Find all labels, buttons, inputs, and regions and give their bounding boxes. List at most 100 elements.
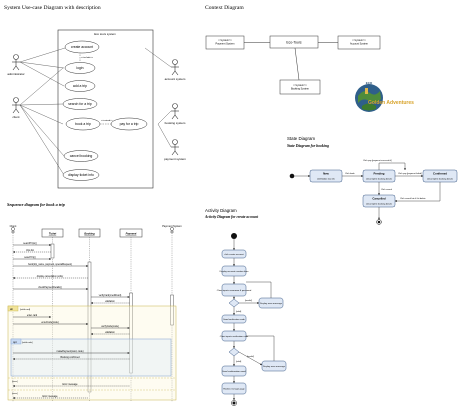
activity-label: Display error message [263, 365, 286, 368]
activity-subtitle: Activity Diagram for create account [204, 215, 259, 219]
usecase-label: book a trip [75, 122, 91, 126]
state-name: Cancelled [372, 197, 386, 201]
opt-fragment [10, 338, 172, 377]
message-label: validation [105, 331, 115, 334]
message-label: selectTrip() [24, 256, 36, 259]
usecase-label: login [76, 66, 83, 70]
activity-label: Send verification code [223, 318, 245, 321]
extend-label: <<extend>> [101, 119, 113, 122]
system-boundary-label: Eco tours system [94, 32, 116, 36]
message-label: trips list [26, 249, 34, 252]
activity-label: Client inputs username & password [217, 289, 252, 292]
guard-label: [error] [12, 380, 18, 383]
logo-text: Golden Adventures [368, 100, 414, 106]
message-label: verifyCard(creditCard) [99, 294, 122, 297]
activity-action [221, 365, 247, 377]
message-label: enter card [27, 314, 38, 317]
lifeline-label: Client [10, 224, 17, 228]
usecase-login [64, 62, 96, 74]
transition-label: Click pay [payment successful] [363, 159, 392, 162]
transition-label: Click book [345, 173, 356, 175]
lifeline-label: Booking [84, 232, 95, 236]
usecase-relations [79, 52, 111, 125]
state-name: Pending [373, 172, 384, 176]
state-title: State Diagram [287, 136, 315, 141]
context-booking-system [279, 79, 321, 95]
message-label: verifyCode(code) [101, 325, 119, 328]
context-title: Context Diagram [205, 5, 244, 11]
state-note: do/Validate trip info [317, 178, 335, 181]
usecase-labels: create account login add a trip search f… [68, 45, 138, 177]
activity-diagram: Activity Diagram Activity Diagram for cr… [204, 208, 287, 406]
decision-node [228, 298, 240, 308]
usecase-title: System Use-case Diagram with description [4, 5, 101, 11]
actor-label-administrator: administrator [7, 72, 24, 76]
activity-guard: [invalid] [245, 300, 252, 302]
actor-label-client: client [12, 115, 19, 119]
actor-booking-system [171, 103, 179, 120]
activity-guard: [valid] [236, 311, 242, 313]
sequence-diagram: Sequence diagram for book a trip Client … [7, 202, 182, 402]
activity-label: Redirect to login page [223, 388, 245, 391]
lifeline-label: Payment System [162, 224, 182, 228]
system-boundary [57, 29, 154, 189]
activity-initial [231, 233, 237, 239]
usecase-create-account [64, 40, 100, 54]
actor-payment-system [171, 139, 179, 156]
actor-label-booking-system: booking system [165, 121, 186, 125]
transition-label: Click cancel [381, 189, 393, 191]
lifeline-client-actor [11, 227, 15, 234]
activity-label: Client inputs verification code [220, 335, 249, 338]
actor-client [12, 97, 20, 114]
usecase-associations [19, 47, 172, 176]
activity-action [221, 249, 247, 259]
context-diagram: Context Diagram Eco-Tours <<system>>Paym… [205, 5, 381, 95]
activity-guard: [invalid] [247, 356, 254, 358]
actor-account-system [171, 59, 179, 76]
state-note: do/complete booking details [366, 178, 392, 181]
lifeline-label: Ticket [49, 232, 57, 236]
activity-action [221, 265, 247, 277]
activity-title: Activity Diagram [205, 208, 237, 213]
sequence-title: Sequence diagram for book a trip [7, 202, 65, 207]
usecase-label: pay for a trip [120, 122, 139, 126]
guard-label: [valid code] [22, 342, 33, 344]
actor-label-payment-system: payment system [164, 157, 186, 161]
message-label: Error message [42, 395, 58, 398]
activity-action [221, 382, 247, 395]
actor-administrator [12, 54, 20, 71]
activity-label: Display account creation form [220, 270, 249, 273]
message-label: enterCode(code) [41, 321, 58, 324]
usecase-label: add a trip [73, 84, 87, 88]
state-note: do/complete booking details [427, 178, 453, 181]
svg-text:ECO: ECO [366, 81, 373, 85]
guard-label: [error] [12, 392, 18, 395]
guard-label: [valid card] [20, 308, 30, 311]
usecase-label: cancel booking [70, 154, 93, 158]
usecase-display-ticket [62, 169, 100, 181]
usecase-ellipses [62, 40, 148, 181]
usecase-book-trip [65, 117, 101, 131]
actor-label-account-system: account system [165, 77, 186, 81]
activity-label: click create account [224, 253, 244, 256]
usecase-label: search for a trip [68, 102, 92, 106]
usecase-cancel-booking [63, 150, 99, 162]
context-sys-label: <<system>>Booking System [291, 84, 309, 91]
context-center-label: Eco-Tours [286, 41, 302, 45]
include-label: <<include>> [81, 56, 94, 59]
state-note: do/complete booking details [366, 203, 392, 206]
message-label: Booking confirmed [60, 356, 80, 359]
message-label: validation [105, 300, 115, 303]
usecase-diagram: System Use-case Diagram with description… [4, 5, 186, 189]
usecase-label: display ticket info [68, 173, 94, 177]
context-sys-label: <<system>>Payment System [216, 39, 235, 46]
activity-action [221, 283, 247, 297]
usecase-pay-trip [110, 117, 148, 131]
state-name: New [323, 172, 330, 176]
state-diagram: State Diagram State Diagram for booking … [287, 136, 458, 225]
decision-node [228, 347, 240, 357]
state-name: Confirmed [433, 172, 447, 176]
golden-adventures-logo: ECO Golden Adventures [355, 81, 414, 112]
state-initial [289, 173, 295, 179]
activity-guard: [valid] [236, 361, 242, 363]
